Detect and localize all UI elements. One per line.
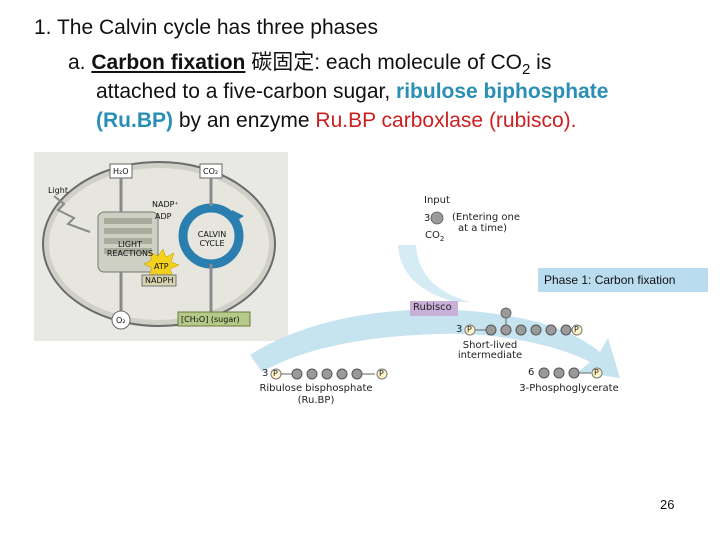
rubp-count: 3 <box>262 368 269 379</box>
intermediate-molecule <box>456 323 586 342</box>
entering-label: (Entering one <box>452 212 520 223</box>
carbon-atom <box>500 307 512 319</box>
co2-molecule <box>430 211 444 225</box>
pga-chain-svg <box>538 367 603 379</box>
carbon-atom <box>321 368 333 380</box>
phase1-title-box <box>538 268 708 292</box>
co2-text-sub: 2 <box>439 235 445 243</box>
page-number: 26 <box>660 497 675 512</box>
thylakoid-disc <box>104 248 152 254</box>
term-cjk: 碳固定 <box>251 50 315 74</box>
heading-number: 1. <box>34 16 52 39</box>
line3-text: by an enzyme <box>173 109 316 132</box>
sugar-box <box>177 311 251 327</box>
carbon-atom <box>568 367 580 379</box>
chloroplast-overview-svg <box>42 161 276 330</box>
carbon-atom <box>553 367 565 379</box>
line2-text: attached to a five-carbon sugar, <box>96 80 397 103</box>
rubp-label-2: (Ru.BP) <box>297 395 335 406</box>
carbon-atom <box>538 367 550 379</box>
carbon-atom <box>351 368 363 380</box>
line1-end: is <box>530 51 552 74</box>
phosphate-group <box>376 368 388 380</box>
subpoint-line-3: (Ru.BP) by an enzyme Ru.BP carboxlase (r… <box>96 109 576 133</box>
enzyme-term: Ru.BP carboxlase (rubisco). <box>315 109 577 132</box>
co2-count: 3 <box>424 213 431 224</box>
intermediate-p-left: P <box>467 325 472 334</box>
pga-count: 6 <box>528 367 535 378</box>
rubp-label-1: Ribulose bisphosphate <box>259 383 373 394</box>
thylakoid-disc <box>104 238 152 244</box>
carbon-atom <box>515 324 527 336</box>
phase1-title: Phase 1: Carbon fixation <box>544 273 676 287</box>
co2-text-main: CO <box>425 230 440 241</box>
rubp-p-left: P <box>273 369 278 378</box>
intermediate-label-2: intermediate <box>457 350 523 361</box>
pga-molecule <box>536 366 610 385</box>
input-arrow-band <box>398 245 470 302</box>
at-a-time-label: at a time) <box>458 223 508 234</box>
thylakoid-disc <box>104 218 152 224</box>
phase1-cycle-arrow <box>250 309 620 378</box>
subpoint-line-2: attached to a five-carbon sugar, ribulos… <box>96 80 608 104</box>
light-label: Light <box>48 186 68 195</box>
line1-text: : each molecule of CO <box>314 51 522 74</box>
carbon-atom <box>336 368 348 380</box>
sugar-label: [CH₂O] (sugar) <box>181 315 240 324</box>
atp-label: ATP <box>154 262 169 271</box>
chloroplast-overview-figure: H₂O CO₂ Light NADP⁺ ADP LIGHT REACTIONS … <box>34 152 288 341</box>
subpoint-letter: a. <box>68 51 86 74</box>
phosphate-group <box>591 367 603 379</box>
heading-line: 1. The Calvin cycle has three phases <box>34 16 378 40</box>
pga-p: P <box>594 368 599 377</box>
carbon-atom <box>530 324 542 336</box>
cycle-arrowhead <box>232 210 244 224</box>
o2-label: O₂ <box>116 316 126 325</box>
rubisco-label: Rubisco <box>413 302 452 313</box>
nadph-box <box>141 274 177 287</box>
carbon-atom <box>485 324 497 336</box>
nadp-label: NADP⁺ <box>152 200 179 209</box>
light-zigzag <box>53 195 91 233</box>
nadph-label: NADPH <box>145 276 174 285</box>
rubp-p-right: P <box>379 369 384 378</box>
co2-label: CO₂ <box>203 167 219 176</box>
rubisco-box <box>410 301 458 316</box>
co2-subscript: 2 <box>521 61 531 78</box>
ribulose-term: ribulose biphosphate <box>396 80 609 103</box>
atp-burst <box>143 248 180 282</box>
rubp-molecule <box>262 367 392 386</box>
input-label: Input <box>424 195 450 206</box>
carbon-atom <box>500 324 512 336</box>
h2o-label: H₂O <box>113 167 129 176</box>
o2-circle <box>111 310 131 330</box>
term-carbon-fixation: Carbon fixation <box>91 51 246 74</box>
co2-text: CO2 <box>425 230 444 243</box>
calvin-cycle-label: CALVIN CYCLE <box>197 230 227 248</box>
intermediate-chain-svg <box>464 324 583 336</box>
carbon-atom <box>545 324 557 336</box>
pga-label: 3-Phosphoglycerate <box>519 383 619 394</box>
intermediate-count: 3 <box>456 324 463 335</box>
carbon-atom <box>291 368 303 380</box>
rubp-term: (Ru.BP) <box>96 109 173 132</box>
carbon-atom <box>306 368 318 380</box>
subpoint-line-1: a. Carbon fixation 碳固定: each molecule of… <box>68 50 551 82</box>
phosphate-group <box>571 324 583 336</box>
intermediate-p-right: P <box>574 325 579 334</box>
adp-label: ADP <box>155 212 172 221</box>
intermediate-label-1: Short-lived <box>462 340 518 351</box>
light-reactions-label: LIGHT REACTIONS <box>106 240 154 258</box>
heading-text: The Calvin cycle has three phases <box>56 16 378 39</box>
thylakoid-disc <box>104 228 152 234</box>
rubp-chain-svg <box>270 368 388 380</box>
carbon-atom <box>560 324 572 336</box>
